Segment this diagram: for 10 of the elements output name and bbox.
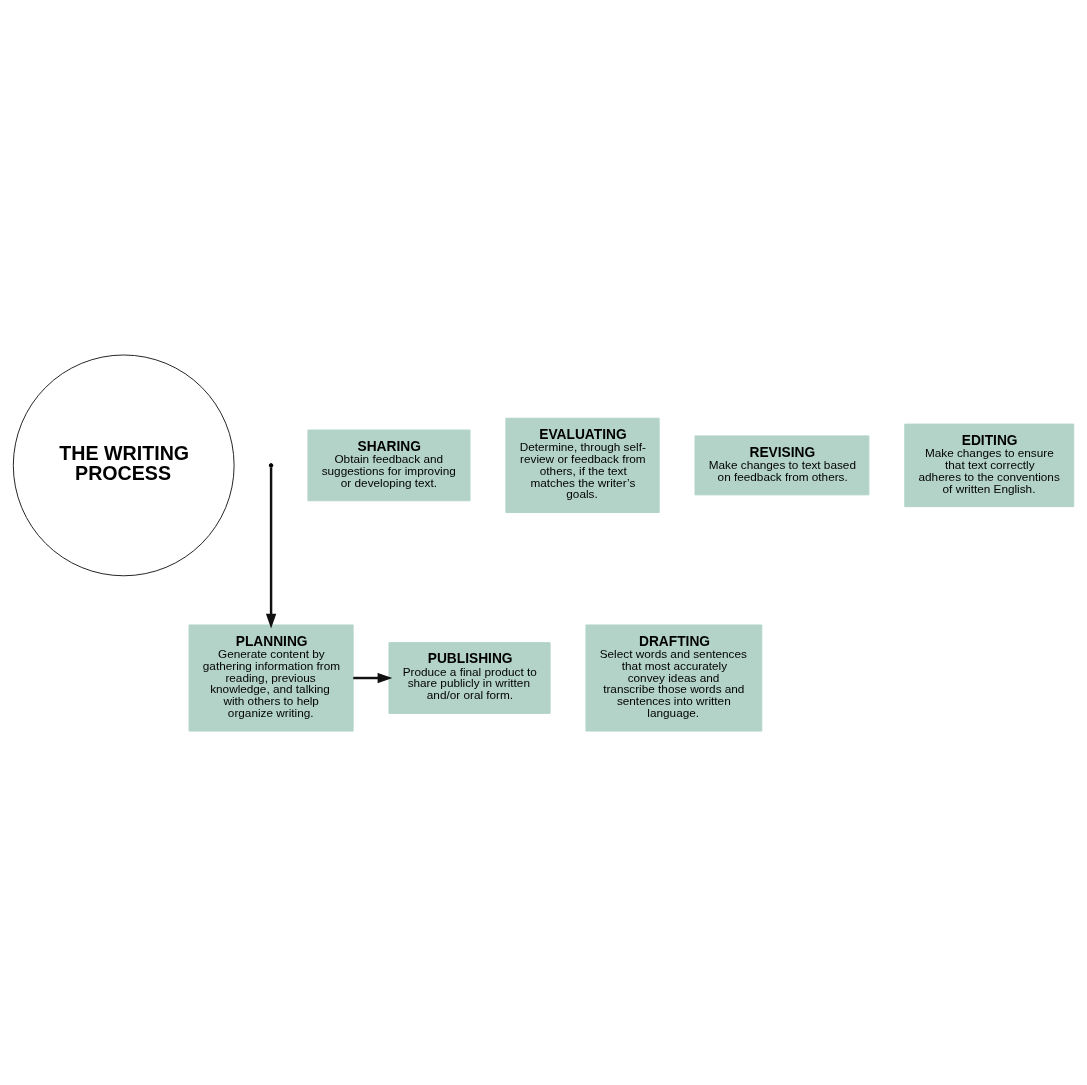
node-box: REVISING Make changes to text based on feedback from others.: [694, 434, 870, 495]
arrow: [353, 672, 393, 683]
node-circle: THE WRITING PROCESS: [12, 354, 235, 576]
node-box: EVALUATING Determine, through self-review or feedback from others, if the text matches the writer’s goals.: [505, 417, 660, 513]
node-box: DRAFTING Select words and sentences that most accurately convey ideas and transcribe those words and sentences into written language.: [585, 624, 763, 732]
node-box: SHARING Obtain feedback and suggestions for improving or developing text.: [307, 429, 471, 501]
arrow: [265, 466, 277, 629]
node-box: EDITING Make changes to ensure that text correctly adheres to the conventions of written English.: [904, 423, 1075, 507]
node-box: PLANNING Generate content by gathering information from reading, previous knowledge, and talking with others to help organize writing.: [188, 624, 354, 732]
node-box: PUBLISHING Produce a final product to share publicly in written and/or oral form.: [388, 641, 551, 714]
